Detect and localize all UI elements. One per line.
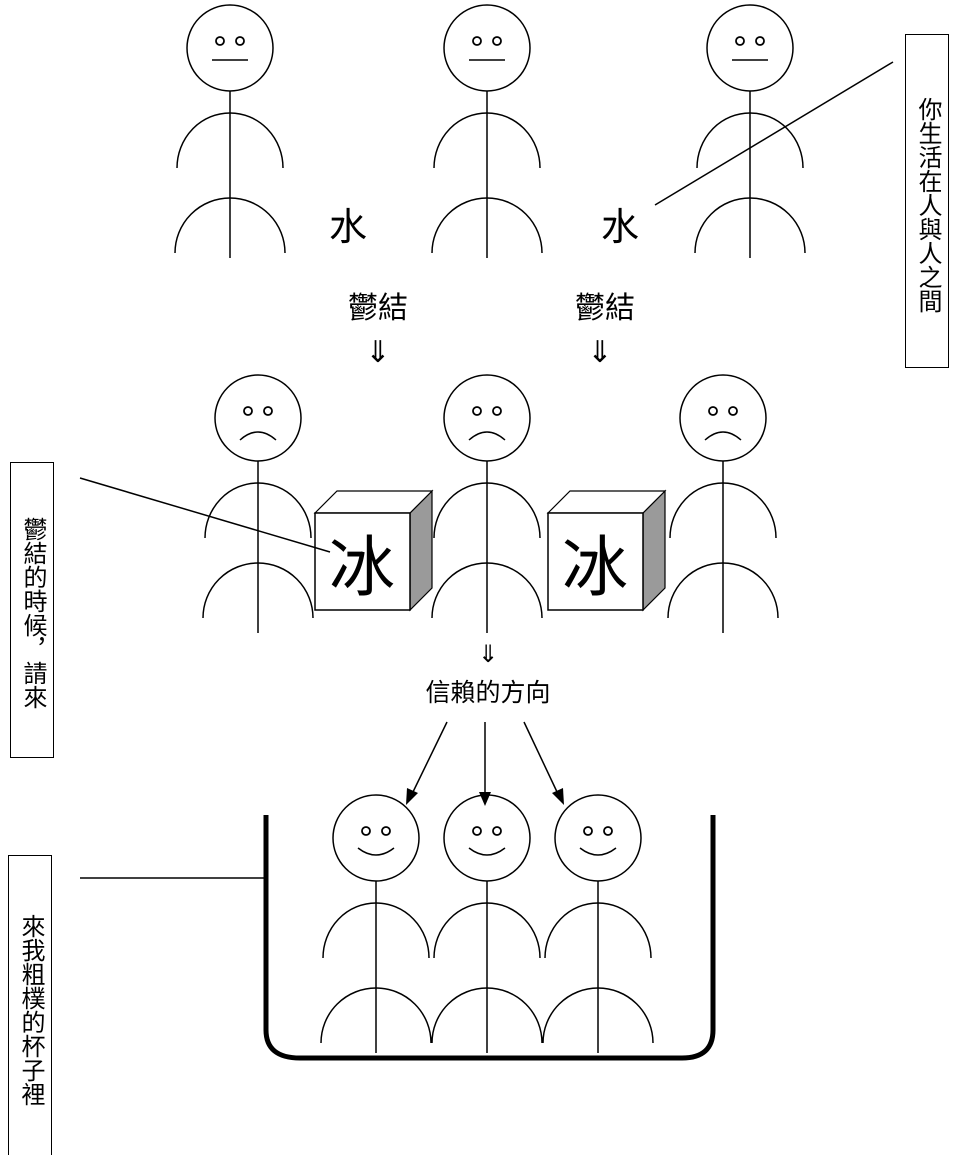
- stick-figure-happy: [542, 794, 654, 1054]
- stick-figure-sad: [431, 374, 543, 634]
- stick-figure-sad: [202, 374, 314, 634]
- ice-cube: 冰: [546, 489, 667, 612]
- stick-figure-neutral: [431, 4, 543, 259]
- stick-figure-neutral: [694, 4, 806, 259]
- depression-label: 鬱結: [575, 291, 635, 326]
- stick-figure-happy: [320, 794, 432, 1054]
- stick-figure-happy: [431, 794, 543, 1054]
- trust-arrows: [406, 721, 564, 806]
- down-arrow-icon: ⇓: [478, 640, 498, 668]
- ice-label: 冰: [562, 529, 628, 606]
- down-arrow-icon: ⇓: [587, 335, 612, 370]
- water-label: 水: [601, 205, 639, 249]
- cup: [263, 815, 716, 1061]
- callout-line: [79, 477, 331, 553]
- callout-line: [654, 61, 894, 206]
- callout-top-right: 你生活在人與人之間: [905, 34, 949, 368]
- down-arrow-icon: ⇓: [365, 335, 390, 370]
- stick-figure-sad: [667, 374, 779, 634]
- callout-bottom-left: 來我粗樸的杯子裡: [8, 855, 52, 1155]
- depression-label: 鬱結: [348, 291, 408, 326]
- trust-direction-label: 信賴的方向: [425, 678, 550, 707]
- ice-cube: 冰: [313, 489, 434, 612]
- stick-figure-neutral: [174, 4, 286, 259]
- ice-label: 冰: [329, 529, 395, 606]
- callout-middle-left: 鬱結的時候，請來: [10, 462, 54, 758]
- water-label: 水: [329, 205, 367, 249]
